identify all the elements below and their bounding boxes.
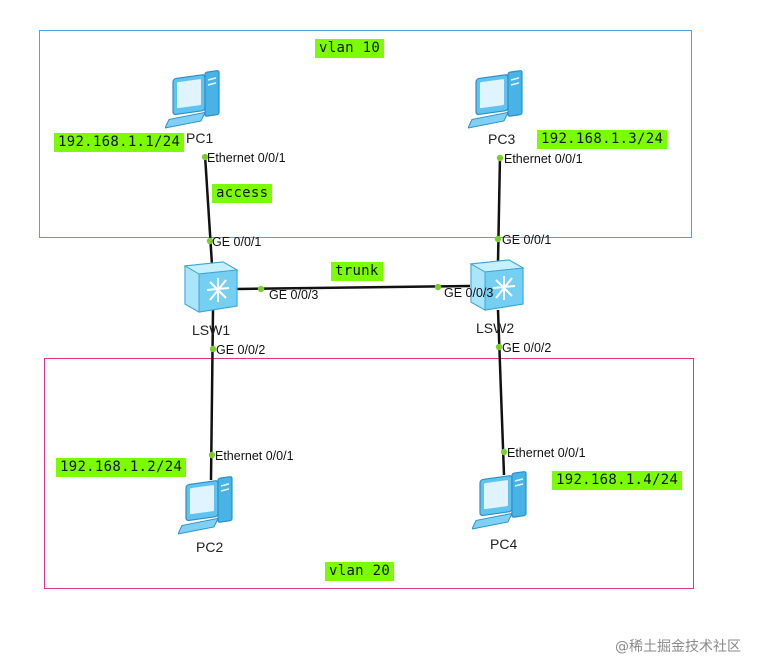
link-pc1-lsw1 [203,154,214,266]
link-pc3-lsw2 [496,155,502,263]
port-dot [496,154,504,162]
pc3-port-label: Ethernet 0/0/1 [504,152,583,166]
pc4-pc-icon[interactable] [472,465,538,531]
pc1-port-label: Ethernet 0/0/1 [207,151,286,165]
lsw1-trunk-port-label: GE 0/0/3 [269,288,319,302]
trunk-link-tag: trunk [331,262,383,281]
pc3-pc-icon[interactable] [468,64,534,130]
vlan-20-tag: vlan 20 [325,562,395,581]
pc4-port-label: Ethernet 0/0/1 [507,446,586,460]
port-dot [206,237,214,245]
pc3-label: PC3 [488,131,516,147]
port-dot [434,283,442,291]
port-dot [201,153,209,161]
port-dot [495,343,503,351]
port-dot [494,235,502,243]
watermark-text: @稀土掘金技术社区 [615,639,741,655]
pc2-ip-tag: 192.168.1.2/24 [56,458,187,477]
vlan-10-tag: vlan 10 [315,39,385,58]
lsw1-switch-icon[interactable] [179,258,241,316]
pc1-pc-icon[interactable] [165,64,231,130]
port-dot [500,448,508,456]
lsw2-switch-icon[interactable] [465,256,527,314]
lsw1-up-port-label: GE 0/0/1 [212,235,262,249]
lsw2-down-port-label: GE 0/0/2 [502,341,552,355]
pc3-ip-tag: 192.168.1.3/24 [537,130,668,149]
lsw1-down-port-label: GE 0/0/2 [216,343,266,357]
lsw1-label: LSW1 [192,322,231,338]
pc2-pc-icon[interactable] [178,470,244,536]
pc4-label: PC4 [490,536,518,552]
pc4-ip-tag: 192.168.1.4/24 [552,471,683,490]
pc1-label: PC1 [186,130,214,146]
lsw2-trunk-port-label: GE 0/0/3 [444,286,494,300]
vlan-20-region [44,358,694,589]
port-dot [209,345,217,353]
access-link-tag: access [212,184,273,203]
link-lsw1-lsw2-trunk [235,284,471,291]
pc2-label: PC2 [196,539,224,555]
lsw2-up-port-label: GE 0/0/1 [502,233,552,247]
pc1-ip-tag: 192.168.1.1/24 [54,133,185,152]
port-dot [208,451,216,459]
link-lsw2-pc4 [496,309,506,476]
link-lsw1-pc2 [209,309,215,481]
pc2-port-label: Ethernet 0/0/1 [215,449,294,463]
port-dot [257,285,265,293]
vlan-10-region [39,30,692,238]
lsw2-label: LSW2 [476,320,515,336]
